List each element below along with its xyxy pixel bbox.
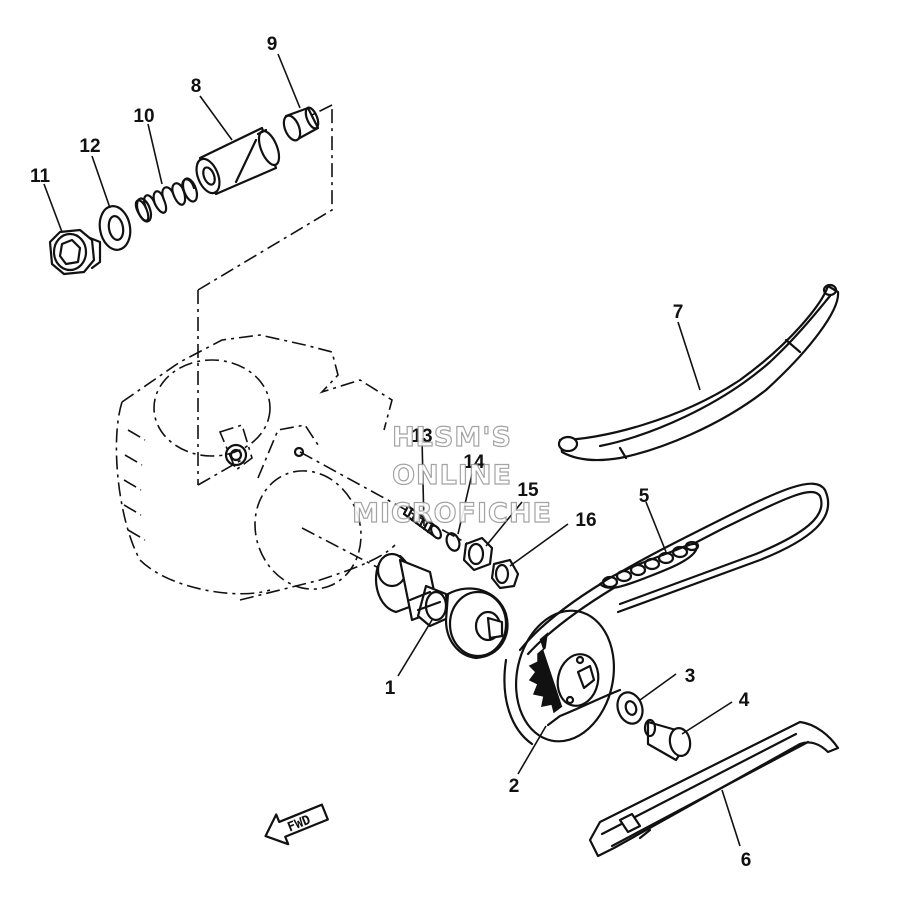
part-12-washer bbox=[98, 205, 132, 251]
cylinder-head bbox=[115, 334, 396, 601]
part-8-sleeve bbox=[195, 126, 281, 196]
leader-lines bbox=[43, 53, 741, 847]
part-11-cap-nut bbox=[48, 228, 102, 276]
callout-13: 13 bbox=[411, 426, 432, 447]
callout-15: 15 bbox=[517, 480, 539, 501]
callout-1: 1 bbox=[385, 678, 396, 699]
part-5-cam-chain bbox=[518, 482, 830, 727]
axis-line-upper bbox=[299, 451, 471, 546]
callout-10: 10 bbox=[133, 106, 154, 127]
part-3-washer bbox=[616, 691, 644, 725]
part-14-o-ring bbox=[445, 532, 461, 552]
part-1-camshaft bbox=[374, 552, 509, 660]
callout-6: 6 bbox=[741, 850, 752, 871]
callout-2: 2 bbox=[509, 776, 520, 797]
watermark-line-1: HLSM'S bbox=[392, 422, 512, 453]
callout-16: 16 bbox=[575, 510, 596, 531]
part-15-plug bbox=[462, 536, 494, 572]
chain-link-row bbox=[601, 540, 700, 589]
part-7-chain-guide bbox=[557, 283, 840, 462]
callout-14: 14 bbox=[463, 452, 485, 473]
callout-labels: 1 2 3 4 5 6 7 8 9 10 11 12 13 14 15 16 bbox=[30, 34, 751, 871]
part-2-sprocket bbox=[503, 609, 616, 746]
watermark: HLSM'S ONLINE MICROFICHE bbox=[351, 421, 552, 529]
part-16-cap bbox=[490, 558, 520, 590]
part-9-cap bbox=[282, 106, 320, 142]
part-10-spring bbox=[134, 177, 199, 223]
callout-8: 8 bbox=[191, 76, 202, 97]
alignment-line bbox=[197, 104, 333, 486]
callout-12: 12 bbox=[79, 136, 100, 157]
part-13-bolt bbox=[402, 504, 443, 540]
part-6-chain-guide bbox=[588, 720, 840, 858]
watermark-line-2: ONLINE bbox=[392, 460, 512, 491]
callout-4: 4 bbox=[739, 690, 750, 711]
callout-5: 5 bbox=[639, 486, 650, 507]
fwd-direction-arrow: FWD bbox=[264, 803, 329, 846]
watermark-line-3: MICROFICHE bbox=[352, 498, 552, 529]
callout-7: 7 bbox=[673, 302, 684, 323]
callout-9: 9 bbox=[267, 34, 278, 55]
callout-3: 3 bbox=[685, 666, 696, 687]
callout-11: 11 bbox=[30, 166, 51, 187]
part-4-bolt bbox=[643, 718, 692, 762]
